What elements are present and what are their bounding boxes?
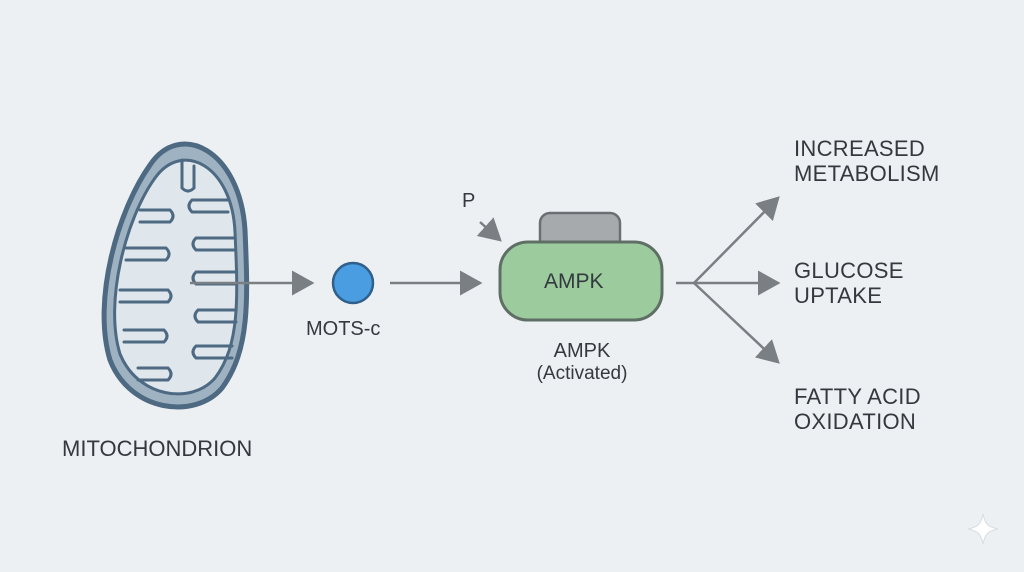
outcome-fatty-acid-oxidation: FATTY ACID OXIDATION xyxy=(794,384,921,435)
mitochondrion-illustration xyxy=(101,141,250,410)
outcome-line: UPTAKE xyxy=(794,283,883,309)
ampk-body xyxy=(498,240,664,322)
mots-c-label: MOTS-c xyxy=(306,318,381,340)
mitochondrion-label: MITOCHONDRION xyxy=(62,436,253,461)
ampk-box-label: AMPK xyxy=(544,270,604,293)
outcome-line: GLUCOSE xyxy=(794,258,904,283)
mots-c-peptide-icon xyxy=(331,261,375,305)
ampk-caption-state: (Activated) xyxy=(536,363,628,384)
outcome-line: METABOLISM xyxy=(794,161,940,187)
phosphate-label: P xyxy=(462,190,476,212)
ampk-caption: AMPK (Activated) xyxy=(522,340,642,385)
mitochondrion-inner-space xyxy=(113,158,239,396)
outcome-glucose-uptake: GLUCOSE UPTAKE xyxy=(794,258,904,309)
ampk-caption-name: AMPK xyxy=(553,340,611,362)
outcome-line: INCREASED xyxy=(794,136,926,161)
outcome-line: OXIDATION xyxy=(794,409,917,435)
arrow-to-metabolism xyxy=(693,196,780,284)
arrow-to-fatty-acid xyxy=(693,282,780,364)
sparkle-icon xyxy=(967,513,999,545)
outcome-increased-metabolism: INCREASED METABOLISM xyxy=(794,136,940,187)
arrow-phosphate xyxy=(476,217,502,242)
outcome-line: FATTY ACID xyxy=(794,384,921,409)
ampk-complex xyxy=(498,211,664,322)
